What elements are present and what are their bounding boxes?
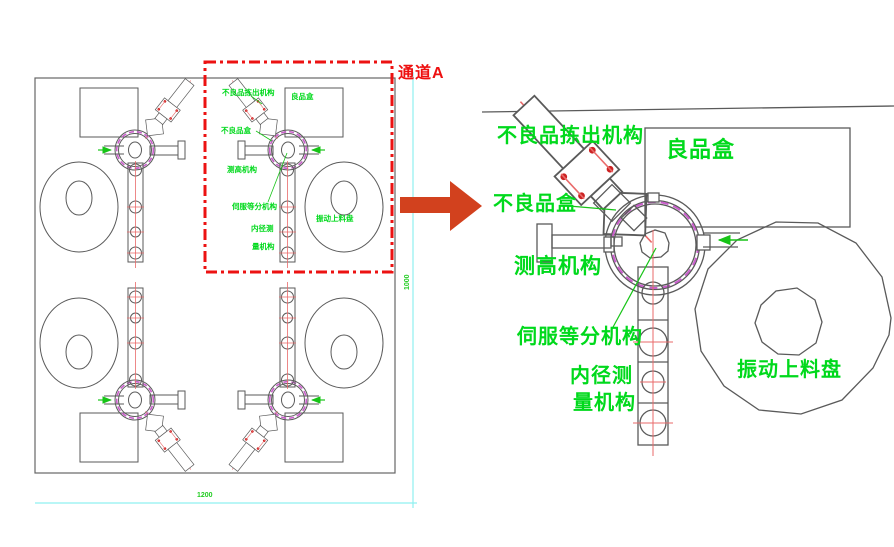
- label-servo-index: 伺服等分机构: [517, 326, 643, 348]
- overview-panel: [34, 60, 417, 508]
- label-inner-dia-line1: 内径测: [570, 365, 633, 387]
- label-reject-box: 不良品盒: [493, 193, 577, 215]
- dim-base-width: 1200: [197, 492, 213, 499]
- label-height-gauge: 测高机构: [514, 255, 602, 278]
- zoom-flow-arrow-icon: [400, 181, 482, 231]
- indexing-dial: [603, 192, 711, 305]
- leader-lines: [568, 205, 657, 330]
- mini-leader-lines: [250, 95, 288, 203]
- mini-label-reject-mechanism: 不良品拣出机构: [222, 88, 275, 97]
- good-product-box: [644, 127, 851, 228]
- vibration-feeder-bowl: [694, 221, 892, 415]
- height-gauge-probe: [536, 223, 623, 263]
- label-reject-mechanism: 不良品拣出机构: [497, 125, 644, 147]
- dim-base-height: 1000: [404, 274, 411, 290]
- mini-label-reject-box: 不良品盒: [221, 126, 251, 135]
- feed-track: [703, 232, 748, 248]
- mini-label-inner-dia-line1: 内径测: [251, 224, 274, 233]
- station-bottom-left: [40, 282, 200, 477]
- dimension-lines: [35, 72, 417, 508]
- label-inner-dia-line2: 量机构: [573, 392, 636, 414]
- mini-label-height-gauge: 测高机构: [227, 165, 257, 174]
- mini-label-good-box: 良品盒: [291, 92, 314, 101]
- station-bottom-right: [223, 282, 383, 477]
- mini-label-inner-dia-line2: 量机构: [252, 242, 275, 251]
- machine-base-outline: [34, 77, 396, 474]
- mini-label-vib-feeder: 振动上料盘: [316, 214, 354, 223]
- detail-panel: [481, 79, 894, 456]
- machine-edge-line: [481, 105, 894, 113]
- channel-a-highlight-box: [203, 60, 394, 274]
- mini-label-servo-index: 伺服等分机构: [232, 202, 277, 211]
- inner-diameter-strip: [633, 230, 673, 456]
- label-vib-feeder: 振动上料盘: [737, 359, 842, 381]
- label-good-box: 良品盒: [666, 137, 736, 162]
- reject-product-box: [592, 183, 648, 232]
- station-top-left: [40, 73, 200, 268]
- channel-a-label: 通道A: [398, 65, 445, 82]
